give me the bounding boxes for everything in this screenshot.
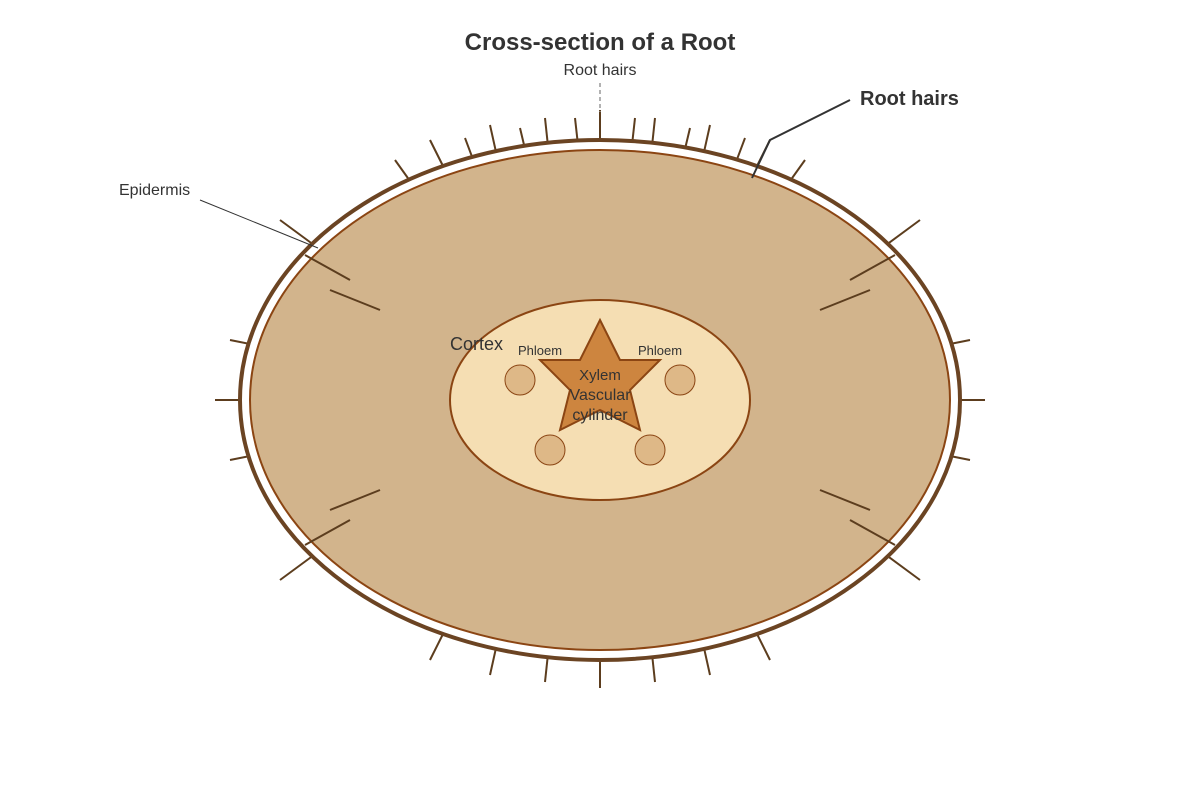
phloem-circle [504, 364, 536, 396]
epidermis-leader [199, 199, 319, 249]
cortex-line [329, 289, 381, 311]
vascular-cylinder-label-line1: Vascular [569, 387, 631, 404]
xylem-label: Xylem [579, 367, 621, 384]
phloem-circle [534, 434, 566, 466]
phloem-circle [634, 434, 666, 466]
phloem-circle [664, 364, 696, 396]
epidermis-label: Epidermis [119, 182, 190, 199]
root-hairs-top-label: Root hairs [564, 62, 637, 79]
cortex-line [819, 489, 871, 511]
cortex-line [849, 254, 896, 281]
cortex-texture-lines [304, 254, 896, 546]
cortex-line [304, 254, 351, 281]
cortex-line [304, 519, 351, 546]
cortex-line [329, 489, 381, 511]
xylem-star [537, 317, 663, 432]
phloem-label-left: Phloem [518, 343, 562, 358]
root-hairs-callout-leader [751, 99, 851, 179]
root-hairs-callout-label: Root hairs [860, 88, 959, 110]
phloem-label-right: Phloem [638, 343, 682, 358]
vascular-cylinder-label-line2: cylinder [572, 407, 628, 424]
cortex-label: Cortex [450, 334, 503, 354]
cortex-line [849, 519, 896, 546]
diagram-title: Cross-section of a Root [465, 29, 736, 56]
cortex-line [819, 289, 871, 311]
